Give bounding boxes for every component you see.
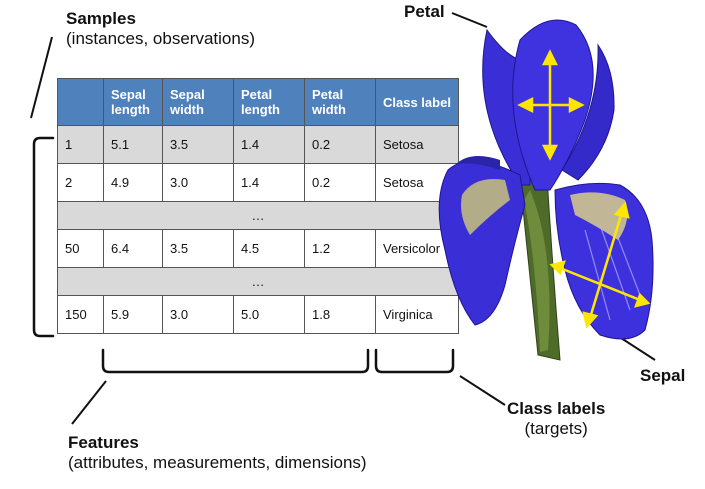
class-labels-title: Class labels bbox=[507, 399, 606, 418]
samples-title: Samples bbox=[66, 9, 136, 28]
table-gap-row: … bbox=[57, 267, 459, 296]
sepal-pointer-line bbox=[620, 337, 656, 361]
table-row: 150 5.9 3.0 5.0 1.8 Virginica bbox=[57, 295, 459, 334]
cell-petal-width: 1.2 bbox=[304, 229, 376, 268]
cell-petal-length: 5.0 bbox=[233, 295, 305, 334]
features-label: Features (attributes, measurements, dime… bbox=[68, 433, 367, 473]
features-pointer-line bbox=[71, 380, 107, 425]
table-header-row: Sepal length Sepal width Petal length Pe… bbox=[57, 78, 459, 126]
petal-label: Petal bbox=[404, 2, 445, 22]
cell-sepal-width: 3.0 bbox=[162, 163, 234, 202]
petal-side bbox=[455, 156, 500, 170]
table-gap-row: … bbox=[57, 201, 459, 230]
features-subtitle: (attributes, measurements, dimensions) bbox=[68, 453, 367, 472]
cell-sepal-length: 4.9 bbox=[103, 163, 163, 202]
cell-petal-length: 1.4 bbox=[233, 125, 305, 164]
features-title: Features bbox=[68, 433, 139, 452]
ellipsis-cell: … bbox=[57, 201, 459, 230]
samples-pointer-line bbox=[30, 36, 53, 119]
samples-bracket bbox=[32, 136, 55, 338]
cell-sepal-width: 3.5 bbox=[162, 125, 234, 164]
cell-petal-width: 0.2 bbox=[304, 163, 376, 202]
cell-class-label: Setosa bbox=[375, 125, 459, 164]
sepal-right-signal bbox=[570, 192, 628, 240]
samples-subtitle: (instances, observations) bbox=[66, 29, 255, 48]
cell-sepal-length: 5.9 bbox=[103, 295, 163, 334]
header-sepal-width: Sepal width bbox=[162, 78, 234, 126]
table-row: 1 5.1 3.5 1.4 0.2 Setosa bbox=[57, 125, 459, 164]
cell-petal-width: 0.2 bbox=[304, 125, 376, 164]
header-petal-length: Petal length bbox=[233, 78, 305, 126]
iris-data-table: Sepal length Sepal width Petal length Pe… bbox=[57, 78, 459, 334]
features-bracket bbox=[101, 348, 370, 374]
table-row: 2 4.9 3.0 1.4 0.2 Setosa bbox=[57, 163, 459, 202]
header-id bbox=[57, 78, 104, 126]
cell-petal-length: 1.4 bbox=[233, 163, 305, 202]
cell-sepal-width: 3.5 bbox=[162, 229, 234, 268]
class-labels-bracket bbox=[374, 348, 455, 374]
header-petal-width: Petal width bbox=[304, 78, 376, 126]
sepal-left-signal bbox=[461, 179, 510, 235]
class-labels-label: Class labels (targets) bbox=[507, 399, 605, 439]
flower-leaf bbox=[524, 190, 550, 352]
sepal-label-text: Sepal bbox=[640, 366, 686, 385]
cell-sepal-width: 3.0 bbox=[162, 295, 234, 334]
row-id: 2 bbox=[57, 163, 104, 202]
row-id: 1 bbox=[57, 125, 104, 164]
petal-pointer-line bbox=[451, 12, 488, 28]
petal-right bbox=[561, 43, 615, 181]
sepal-label: Sepal bbox=[640, 366, 685, 386]
ellipsis-cell: … bbox=[57, 267, 459, 296]
cell-petal-width: 1.8 bbox=[304, 295, 376, 334]
header-class-label: Class label bbox=[375, 78, 459, 126]
row-id: 50 bbox=[57, 229, 104, 268]
class-labels-subtitle: (targets) bbox=[524, 419, 588, 438]
cell-petal-length: 4.5 bbox=[233, 229, 305, 268]
class-labels-pointer-line bbox=[459, 375, 506, 406]
petal-label-text: Petal bbox=[404, 2, 445, 21]
petal-measure-arrows bbox=[517, 49, 585, 161]
cell-class-label: Virginica bbox=[375, 295, 459, 334]
sepal-right-veins bbox=[584, 224, 641, 321]
samples-label: Samples (instances, observations) bbox=[66, 9, 255, 49]
iris-flower-illustration bbox=[438, 19, 654, 361]
sepal-measure-arrows bbox=[549, 201, 651, 329]
